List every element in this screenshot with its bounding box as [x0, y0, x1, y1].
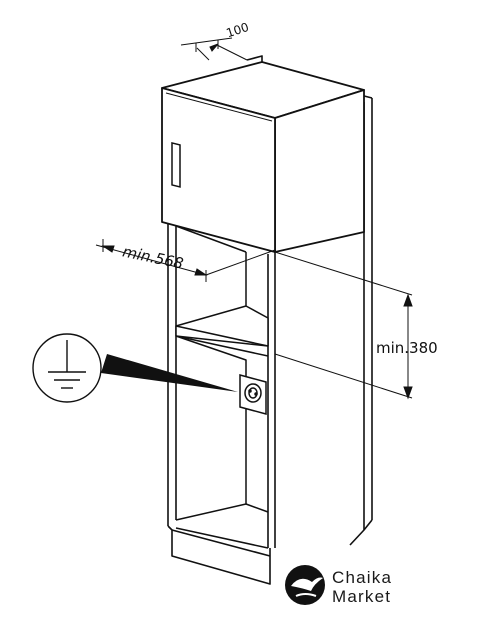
upper-cabinet — [161, 61, 365, 253]
dimension-depth — [180, 37, 248, 61]
brand-line2: Market — [332, 587, 391, 606]
dimension-height-label: min.380 — [376, 339, 438, 357]
dimension-width — [95, 239, 276, 282]
dimension-height — [274, 251, 413, 400]
power-socket — [239, 374, 267, 415]
ground-symbol-icon — [32, 333, 102, 403]
pointer-wedge — [101, 354, 238, 392]
dimension-depth-label: 100 — [224, 20, 250, 40]
brand-line1: Chaika — [332, 568, 392, 587]
bird-logo-icon — [285, 565, 325, 605]
lower-compartment — [175, 335, 269, 549]
door-handle — [171, 141, 181, 188]
shelf-niche — [175, 225, 269, 357]
